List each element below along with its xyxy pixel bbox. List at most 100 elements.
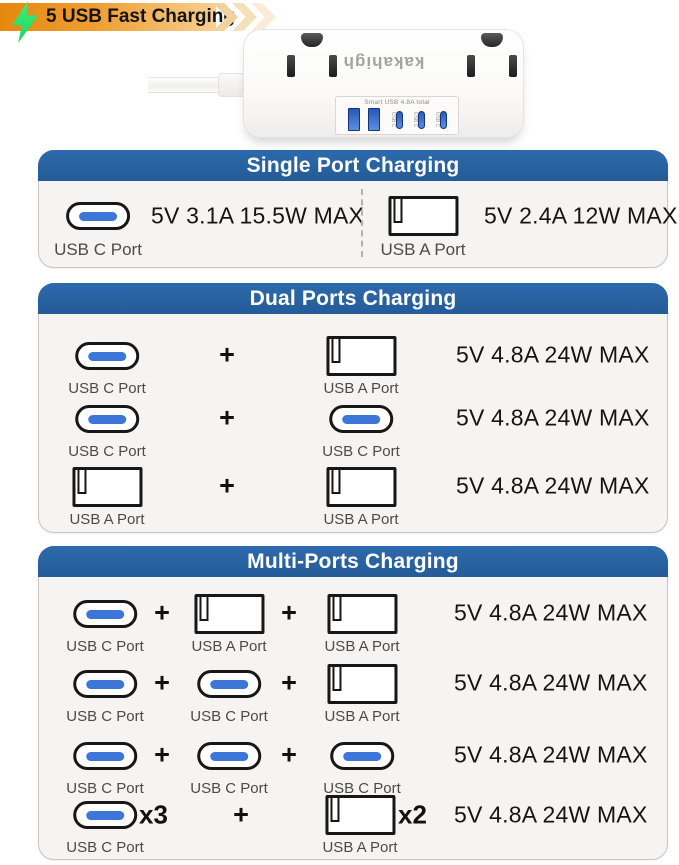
ac-outlet-right	[460, 33, 524, 93]
usb-panel-ports: USB C USB C USB C	[344, 108, 450, 131]
port-label: USB C Port	[190, 708, 268, 725]
usb-c-port-icon	[197, 733, 261, 779]
port-usb-a: USB A Port	[380, 193, 466, 260]
usb-c-port-icon	[73, 591, 137, 637]
chevron-right-icons	[213, 3, 276, 31]
outlet-slot	[509, 55, 517, 77]
port-label: USB A Port	[69, 511, 145, 528]
brand-logo: kakahigh	[342, 53, 425, 72]
plus-sign: +	[154, 739, 170, 770]
outlet-slot	[467, 55, 475, 77]
plus-sign: +	[219, 470, 235, 501]
port-usb-c: USB C Port	[66, 792, 144, 856]
usb-a-port-icon	[71, 464, 142, 510]
outlet-slot	[329, 55, 337, 77]
usb-c-port-icon	[73, 661, 137, 707]
section-title: Multi-Ports Charging	[247, 549, 459, 573]
usb-c-port-icon	[65, 193, 130, 239]
usb-a-port-icon	[325, 464, 396, 510]
section-single-port-charging: Single Port Charging USB C Port 5V 3.1A …	[38, 150, 677, 268]
port-label: USB C Port	[66, 638, 144, 655]
usb-c-port-icon	[73, 792, 137, 838]
section-header: Dual Ports Charging	[38, 283, 668, 314]
port-usb-a: USB A Port	[323, 333, 399, 397]
port-label: USB A Port	[191, 638, 267, 655]
port-label: USB A Port	[322, 839, 398, 856]
section-title: Single Port Charging	[246, 153, 460, 177]
port-label: USB A Port	[324, 708, 400, 725]
port-usb-a: USB A Port	[324, 591, 400, 655]
usb-panel-label: Smart USB 4.8A total	[364, 99, 430, 106]
usb-c-socket	[418, 110, 425, 129]
usb-a-socket	[348, 108, 360, 131]
port-label: USB A Port	[323, 380, 399, 397]
usb-c-socket	[440, 110, 447, 129]
spec-text: 5V 3.1A 15.5W MAX	[151, 202, 365, 229]
ac-outlet-left	[280, 33, 344, 93]
spec-text: 5V 2.4A 12W MAX	[484, 202, 678, 229]
usb-c-port-icon	[330, 733, 394, 779]
spec-text: 5V 4.8A 24W MAX	[456, 472, 650, 499]
port-label: USB C Port	[190, 780, 268, 797]
port-label: USB C Port	[66, 780, 144, 797]
port-label: USB C Port	[66, 839, 144, 856]
usb-c-socket-label: USB C	[434, 111, 440, 127]
section-header: Multi-Ports Charging	[38, 546, 668, 577]
outlet-slot	[287, 55, 295, 77]
port-label: USB C Port	[68, 380, 146, 397]
port-label: USB A Port	[380, 240, 466, 259]
dashed-divider	[361, 189, 363, 257]
spec-text: 5V 4.8A 24W MAX	[456, 341, 650, 368]
port-usb-c: USB C Port	[66, 661, 144, 725]
usb-a-port-icon	[326, 661, 397, 707]
port-usb-c: USB C Port	[323, 733, 401, 797]
usb-c-port-icon	[197, 661, 261, 707]
port-usb-a: USB A Port	[69, 464, 145, 528]
port-usb-c: USB C Port	[54, 193, 142, 260]
usb-c-socket	[396, 110, 403, 129]
port-usb-c: USB C Port	[68, 396, 146, 460]
port-usb-c: USB C Port	[66, 733, 144, 797]
port-usb-a: USB A Port	[191, 591, 267, 655]
section-dual-ports-charging: Dual Ports Charging USB C Port + USB A P…	[38, 283, 668, 533]
plus-sign: +	[281, 667, 297, 698]
ground-hole	[301, 33, 323, 47]
multiplier-x3: x3	[139, 799, 168, 830]
banner-label: 5 USB Fast Charging	[46, 6, 235, 27]
plus-sign: +	[281, 597, 297, 628]
spec-text: 5V 4.8A 24W MAX	[454, 741, 648, 768]
port-usb-a: USB A Port	[322, 792, 398, 856]
section-header: Single Port Charging	[38, 150, 668, 181]
usb-a-port-icon	[326, 591, 397, 637]
port-usb-a: USB A Port	[324, 661, 400, 725]
plus-sign: +	[281, 739, 297, 770]
usb-a-port-icon	[325, 333, 396, 379]
port-label: USB C Port	[66, 708, 144, 725]
usb-c-port-icon	[73, 733, 137, 779]
cable-strain-relief	[218, 73, 246, 97]
port-label: USB C Port	[323, 780, 401, 797]
usb-a-port-icon	[324, 792, 395, 838]
plus-sign: +	[219, 402, 235, 433]
port-label: USB A Port	[323, 511, 399, 528]
port-usb-a: USB A Port	[323, 464, 399, 528]
port-label: USB C Port	[68, 443, 146, 460]
port-usb-c: USB C Port	[190, 661, 268, 725]
fast-charging-banner: 5 USB Fast Charging	[0, 3, 235, 31]
usb-a-port-icon	[193, 591, 264, 637]
ground-hole	[481, 33, 503, 47]
spec-text: 5V 4.8A 24W MAX	[454, 599, 648, 626]
port-usb-c: USB C Port	[68, 333, 146, 397]
port-label: USB C Port	[54, 240, 142, 259]
section-title: Dual Ports Charging	[249, 286, 457, 310]
plus-sign: +	[233, 799, 249, 830]
usb-a-port-icon	[387, 193, 458, 239]
usb-c-socket-label: USB C	[390, 111, 396, 127]
power-strip-device: kakahigh Smart USB 4.8A total USB C USB …	[243, 29, 524, 138]
usb-c-socket-label: USB C	[412, 111, 418, 127]
plus-sign: +	[154, 597, 170, 628]
port-label: USB C Port	[322, 443, 400, 460]
spec-text: 5V 4.8A 24W MAX	[454, 669, 648, 696]
spec-text: 5V 4.8A 24W MAX	[454, 801, 648, 828]
usb-c-port-icon	[75, 396, 139, 442]
